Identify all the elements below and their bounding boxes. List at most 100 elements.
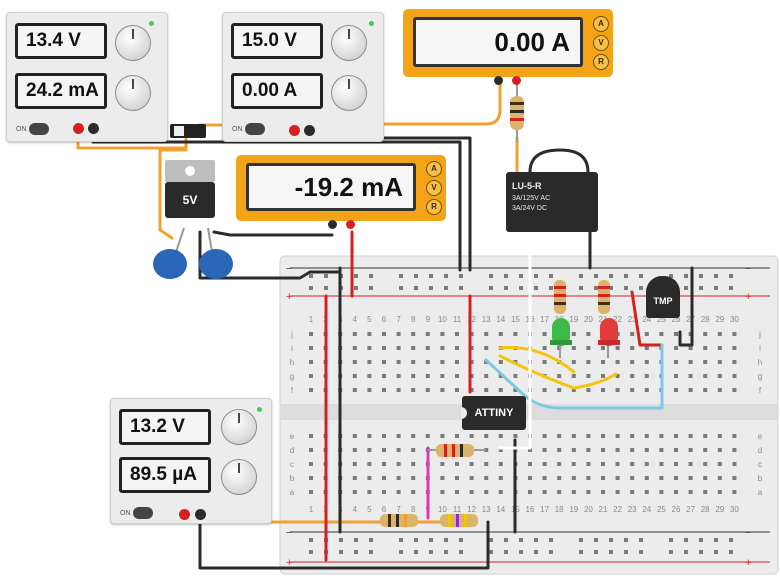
breadboard-hole[interactable]: [644, 476, 649, 480]
breadboard-hole[interactable]: [674, 388, 678, 392]
breadboard-hole[interactable]: [557, 448, 562, 452]
breadboard-hole[interactable]: [630, 360, 635, 364]
breadboard-hole[interactable]: [659, 462, 664, 466]
multimeter-1-mode-v[interactable]: V: [593, 35, 609, 51]
rail-hole[interactable]: [519, 550, 523, 554]
breadboard-hole[interactable]: [571, 374, 576, 378]
rail-hole[interactable]: [489, 286, 493, 290]
breadboard-hole[interactable]: [644, 388, 649, 392]
supply-3-voltage-knob[interactable]: [221, 409, 257, 445]
resistor-green-led[interactable]: [554, 280, 566, 314]
breadboard-hole[interactable]: [615, 374, 620, 378]
breadboard-hole[interactable]: [411, 346, 416, 350]
rail-hole[interactable]: [639, 538, 643, 542]
breadboard-hole[interactable]: [440, 374, 445, 378]
breadboard-hole[interactable]: [732, 448, 737, 452]
rail-hole[interactable]: [609, 274, 613, 278]
breadboard-hole[interactable]: [498, 490, 503, 494]
supply-2-negative-jack[interactable]: [304, 125, 315, 136]
breadboard-hole[interactable]: [440, 462, 445, 466]
breadboard-hole[interactable]: [703, 374, 708, 378]
rail-hole[interactable]: [519, 286, 523, 290]
capacitor-right[interactable]: [199, 227, 233, 279]
rail-hole[interactable]: [534, 550, 538, 554]
rail-hole[interactable]: [489, 538, 493, 542]
breadboard-hole[interactable]: [469, 462, 474, 466]
multimeter-1[interactable]: 0.00 A A V R: [403, 9, 613, 77]
breadboard-hole[interactable]: [411, 374, 416, 378]
wire-black-tmp[interactable]: [678, 266, 694, 347]
wire-orange-meter1[interactable]: [316, 80, 502, 132]
breadboard-hole[interactable]: [498, 388, 503, 392]
wire-black-bottom[interactable]: [198, 514, 490, 570]
voltage-regulator[interactable]: 5V: [165, 160, 215, 218]
breadboard-hole[interactable]: [352, 332, 357, 336]
breadboard-hole[interactable]: [440, 490, 445, 494]
breadboard-hole[interactable]: [367, 448, 372, 452]
breadboard-hole[interactable]: [542, 346, 547, 350]
temperature-sensor[interactable]: TMP: [646, 276, 680, 318]
breadboard-hole[interactable]: [703, 360, 708, 364]
breadboard-hole[interactable]: [309, 374, 313, 378]
breadboard-hole[interactable]: [688, 476, 693, 480]
rail-hole[interactable]: [519, 538, 523, 542]
breadboard-hole[interactable]: [688, 388, 693, 392]
rail-hole[interactable]: [414, 286, 418, 290]
breadboard-hole[interactable]: [571, 490, 576, 494]
breadboard-hole[interactable]: [644, 360, 649, 364]
breadboard-hole[interactable]: [440, 360, 445, 364]
rail-hole[interactable]: [549, 538, 553, 542]
breadboard-hole[interactable]: [484, 462, 489, 466]
rail-hole[interactable]: [714, 538, 718, 542]
breadboard-hole[interactable]: [586, 332, 591, 336]
wire-yellow-1[interactable]: [498, 346, 576, 374]
breadboard-hole[interactable]: [717, 374, 722, 378]
breadboard-hole[interactable]: [367, 434, 372, 438]
breadboard-hole[interactable]: [367, 360, 372, 364]
rail-hole[interactable]: [714, 274, 718, 278]
supply-2-voltage-knob[interactable]: [331, 25, 367, 61]
breadboard-hole[interactable]: [411, 462, 416, 466]
breadboard-hole[interactable]: [674, 360, 678, 364]
breadboard-hole[interactable]: [411, 360, 416, 364]
breadboard-hole[interactable]: [542, 360, 547, 364]
breadboard-hole[interactable]: [455, 346, 459, 350]
supply-1-positive-jack[interactable]: [73, 123, 84, 134]
breadboard-hole[interactable]: [601, 476, 605, 480]
rail-hole[interactable]: [699, 550, 703, 554]
breadboard-hole[interactable]: [484, 332, 489, 336]
rail-hole[interactable]: [549, 286, 553, 290]
breadboard-hole[interactable]: [688, 448, 693, 452]
breadboard-hole[interactable]: [425, 360, 430, 364]
multimeter-2-mode-r[interactable]: R: [426, 199, 442, 215]
breadboard-hole[interactable]: [659, 476, 664, 480]
rail-hole[interactable]: [684, 286, 688, 290]
rail-hole[interactable]: [549, 550, 553, 554]
rail-hole[interactable]: [669, 274, 673, 278]
capacitor-left[interactable]: [153, 227, 187, 279]
breadboard-hole[interactable]: [309, 462, 313, 466]
breadboard-hole[interactable]: [615, 434, 620, 438]
breadboard-hole[interactable]: [732, 360, 737, 364]
breadboard-hole[interactable]: [703, 462, 708, 466]
breadboard-hole[interactable]: [717, 476, 722, 480]
breadboard-hole[interactable]: [352, 476, 357, 480]
rail-hole[interactable]: [354, 274, 358, 278]
rail-hole[interactable]: [519, 274, 523, 278]
slide-switch-knob[interactable]: [174, 126, 184, 136]
breadboard-hole[interactable]: [469, 490, 474, 494]
breadboard-hole[interactable]: [630, 388, 635, 392]
rail-hole[interactable]: [579, 538, 583, 542]
breadboard-hole[interactable]: [382, 346, 386, 350]
breadboard-hole[interactable]: [309, 332, 313, 336]
rail-hole[interactable]: [699, 538, 703, 542]
breadboard-hole[interactable]: [396, 476, 401, 480]
resistor-bottom-2[interactable]: [440, 514, 478, 527]
rail-hole[interactable]: [594, 538, 598, 542]
multimeter-1-mode-a[interactable]: A: [593, 16, 609, 32]
rail-hole[interactable]: [729, 550, 733, 554]
breadboard-hole[interactable]: [630, 476, 635, 480]
rail-hole[interactable]: [534, 538, 538, 542]
breadboard-hole[interactable]: [630, 374, 635, 378]
breadboard-hole[interactable]: [367, 346, 372, 350]
